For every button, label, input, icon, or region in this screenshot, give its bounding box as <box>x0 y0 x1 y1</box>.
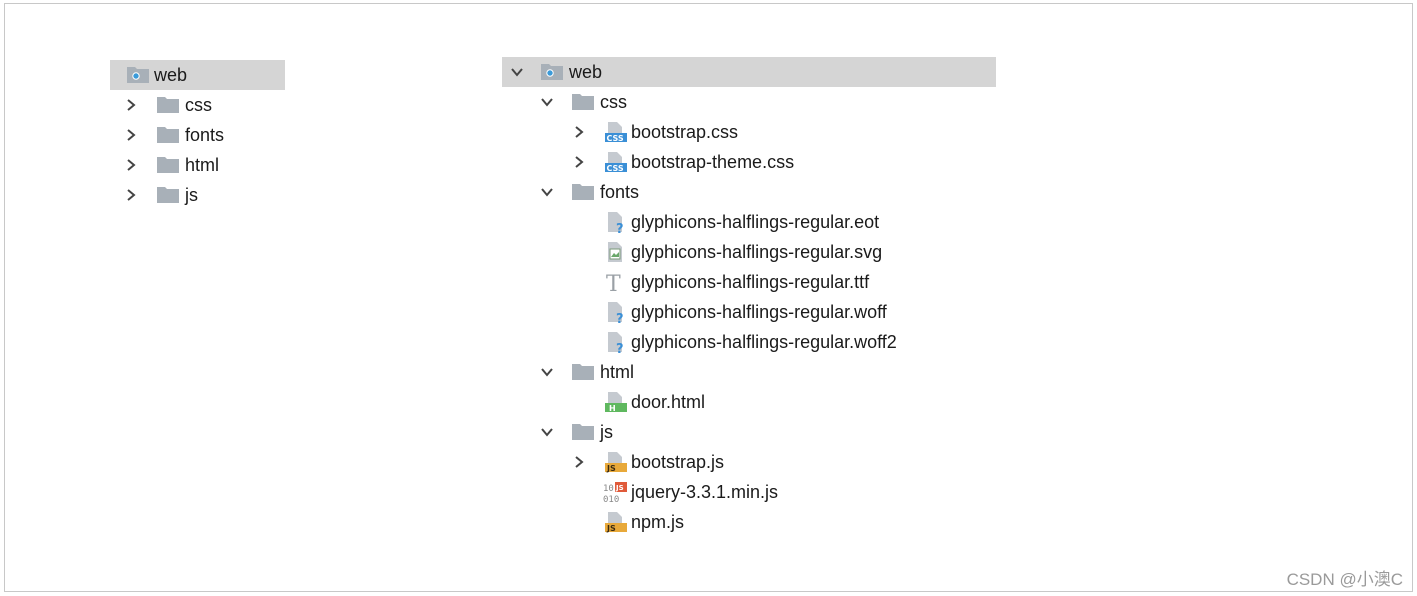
tree-item-label: glyphicons-halflings-regular.woff2 <box>631 332 897 352</box>
module-folder-icon <box>127 67 149 83</box>
folder-icon <box>157 187 179 203</box>
unknown-file-icon: ? <box>608 302 624 323</box>
image-file-icon <box>608 242 622 262</box>
folder-icon <box>157 157 179 173</box>
right-tree-file-woff2[interactable]: ? glyphicons-halflings-regular.woff2 <box>502 327 996 357</box>
left-tree-root[interactable]: web <box>110 60 285 90</box>
svg-text:?: ? <box>616 222 624 233</box>
tree-item-label: door.html <box>631 392 706 412</box>
tree-item-label: html <box>185 155 220 175</box>
right-tree-file-svg[interactable]: glyphicons-halflings-regular.svg <box>502 237 996 267</box>
right-tree-root[interactable]: web <box>502 57 996 87</box>
chevron-down-icon[interactable] <box>540 425 554 439</box>
right-tree-file-jquery-min-js[interactable]: 10 010 JS jquery-3.3.1.min.js <box>502 477 996 507</box>
folder-icon <box>157 127 179 143</box>
left-tree-item-fonts[interactable]: fonts <box>110 120 285 150</box>
minified-js-file-icon: 10 010 JS <box>603 482 627 503</box>
tree-item-label: npm.js <box>631 512 685 532</box>
svg-text:JS: JS <box>606 524 616 533</box>
svg-text:CSS: CSS <box>607 164 624 173</box>
tree-item-label: jquery-3.3.1.min.js <box>631 482 779 502</box>
right-tree-file-eot[interactable]: ? glyphicons-halflings-regular.eot <box>502 207 996 237</box>
right-tree-folder-fonts[interactable]: fonts <box>502 177 996 207</box>
css-file-icon: CSS <box>605 152 627 173</box>
tree-item-label: fonts <box>185 125 225 145</box>
chevron-right-icon[interactable] <box>124 98 138 112</box>
svg-text:?: ? <box>616 342 624 353</box>
chevron-right-icon[interactable] <box>572 125 586 139</box>
right-tree-file-bootstrap-theme-css[interactable]: CSS bootstrap-theme.css <box>502 147 996 177</box>
tree-item-label: glyphicons-halflings-regular.ttf <box>631 272 870 292</box>
window-frame <box>4 3 1413 592</box>
chevron-down-icon[interactable] <box>540 185 554 199</box>
folder-icon <box>157 97 179 113</box>
tree-item-label: js <box>185 185 198 205</box>
svg-text:CSS: CSS <box>607 134 624 143</box>
chevron-right-icon[interactable] <box>124 158 138 172</box>
svg-text:?: ? <box>616 312 624 323</box>
right-tree-file-bootstrap-css[interactable]: CSS bootstrap.css <box>502 117 996 147</box>
unknown-file-icon: ? <box>608 212 624 233</box>
unknown-file-icon: ? <box>608 332 624 353</box>
js-file-icon: JS <box>605 452 627 473</box>
right-tree-folder-js[interactable]: js <box>502 417 996 447</box>
js-file-icon: JS <box>605 512 627 533</box>
left-tree-item-css[interactable]: css <box>110 90 285 120</box>
css-file-icon: CSS <box>605 122 627 143</box>
module-folder-icon <box>541 64 563 80</box>
tree-item-label: html <box>600 362 635 382</box>
tree-item-label: bootstrap.css <box>631 122 739 142</box>
chevron-right-icon[interactable] <box>124 128 138 142</box>
tree-item-label: glyphicons-halflings-regular.woff <box>631 302 887 322</box>
chevron-right-icon[interactable] <box>124 188 138 202</box>
chevron-right-icon[interactable] <box>572 455 586 469</box>
tree-item-label: css <box>600 92 627 112</box>
tree-item-label: glyphicons-halflings-regular.eot <box>631 212 880 232</box>
tree-item-label: web <box>569 62 603 82</box>
font-file-icon: T <box>606 272 621 293</box>
folder-icon <box>572 364 594 380</box>
tree-item-label: js <box>600 422 613 442</box>
svg-text:JS: JS <box>615 484 624 492</box>
tree-item-label: web <box>154 65 188 85</box>
tree-item-label: bootstrap.js <box>631 452 725 472</box>
tree-item-label: glyphicons-halflings-regular.svg <box>631 242 883 262</box>
svg-text:10: 10 <box>603 484 614 494</box>
watermark: CSDN @小澳C <box>1286 570 1403 589</box>
left-tree-item-html[interactable]: html <box>110 150 285 180</box>
right-tree-folder-html[interactable]: html <box>502 357 996 387</box>
chevron-down-icon[interactable] <box>540 365 554 379</box>
tree-item-label: css <box>185 95 212 115</box>
svg-text:JS: JS <box>606 464 616 473</box>
chevron-down-icon[interactable] <box>540 95 554 109</box>
tree-item-label: fonts <box>600 182 640 202</box>
right-tree-file-ttf[interactable]: T glyphicons-halflings-regular.ttf <box>502 267 996 297</box>
folder-icon <box>572 184 594 200</box>
folder-icon <box>572 424 594 440</box>
svg-text:T: T <box>606 272 621 293</box>
tree-item-label: bootstrap-theme.css <box>631 152 795 172</box>
folder-icon <box>572 94 594 110</box>
right-tree-file-door-html[interactable]: H door.html <box>502 387 996 417</box>
html-file-icon: H <box>605 392 627 413</box>
chevron-down-icon[interactable] <box>510 65 524 79</box>
right-tree-file-woff[interactable]: ? glyphicons-halflings-regular.woff <box>502 297 996 327</box>
right-tree-file-bootstrap-js[interactable]: JS bootstrap.js <box>502 447 996 477</box>
left-tree-item-js[interactable]: js <box>110 180 285 210</box>
chevron-right-icon[interactable] <box>572 155 586 169</box>
right-tree-file-npm-js[interactable]: JS npm.js <box>502 507 996 537</box>
svg-text:H: H <box>609 404 616 413</box>
right-tree-folder-css[interactable]: css <box>502 87 996 117</box>
svg-text:010: 010 <box>603 495 619 503</box>
